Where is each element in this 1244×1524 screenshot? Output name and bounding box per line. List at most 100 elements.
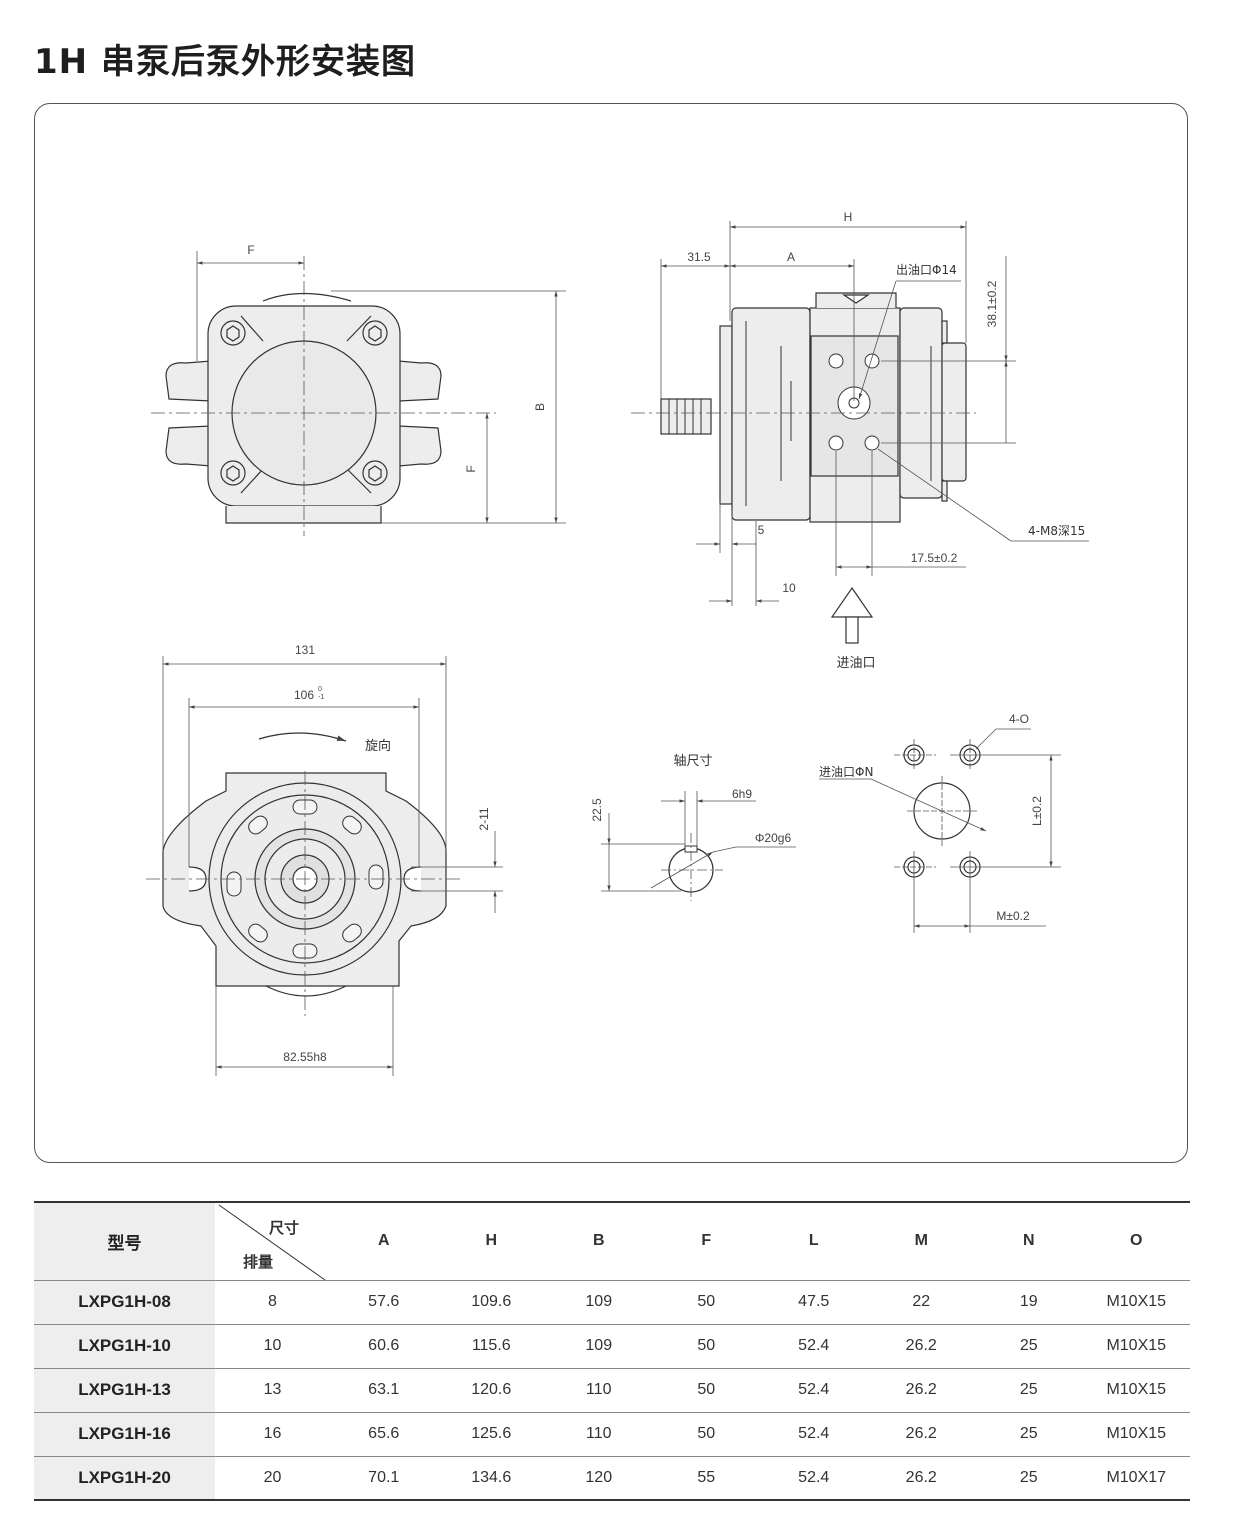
dim-6h9: 6h9 (732, 787, 752, 801)
dim-4-o: 4-O (1009, 712, 1029, 726)
outlet-label: 出油口Φ14 (896, 263, 957, 277)
cell-model: LXPG1H-13 (34, 1368, 215, 1412)
header-col-n: N (1022, 1232, 1035, 1250)
cell-m: 26.2 (905, 1337, 937, 1354)
cell-m: 22 (912, 1293, 931, 1310)
dim-b: B (533, 403, 547, 411)
cell-l: 47.5 (798, 1293, 830, 1310)
dim-106: 106 (294, 688, 314, 702)
cell-m: 26.2 (905, 1425, 937, 1442)
port-view (819, 728, 1061, 933)
header-model: 型号 (34, 1202, 215, 1280)
shaft-view (601, 791, 796, 901)
dim-82-55: 82.55h8 (283, 1050, 327, 1064)
thread-label: 4-M8深15 (1028, 524, 1085, 538)
cell-l: 52.4 (798, 1425, 830, 1442)
cell-b: 109 (585, 1293, 613, 1310)
cell-a: 57.6 (368, 1293, 400, 1310)
page-title: 1H 串泵后泵外形安装图 (34, 42, 416, 82)
cell-n: 25 (1019, 1381, 1038, 1398)
cell-n: 25 (1019, 1337, 1038, 1354)
side-view-details (668, 321, 932, 506)
port-inlet-label: 进油口ΦN (819, 765, 873, 779)
cell-a: 70.1 (368, 1468, 400, 1486)
dim-phi20: Φ20g6 (755, 831, 792, 845)
cell-displacement: 20 (263, 1468, 282, 1486)
cell-b: 110 (585, 1381, 612, 1398)
dim-f-side: F (464, 465, 478, 472)
dim-38-1: 38.1±0.2 (985, 280, 999, 327)
cell-o: M10X15 (1106, 1337, 1167, 1354)
cell-a: 60.6 (368, 1337, 400, 1354)
dim-31-5: 31.5 (687, 250, 711, 264)
spec-table: 型号 尺寸 排量 A H B F L M N O LXPG1H-08 8 57.… (34, 1201, 1190, 1501)
dim-10: 10 (782, 581, 796, 595)
cell-displacement: 10 (263, 1337, 282, 1354)
cell-displacement: 16 (263, 1425, 282, 1442)
header-col-m: M (914, 1232, 928, 1250)
cell-b: 120 (585, 1468, 613, 1486)
cell-f: 55 (697, 1468, 716, 1486)
cell-h: 120.6 (471, 1381, 512, 1398)
cell-m: 26.2 (905, 1381, 937, 1398)
cell-h: 109.6 (471, 1293, 512, 1310)
front-view (165, 292, 442, 524)
cell-o: M10X15 (1106, 1425, 1167, 1442)
drawing-frame: F B F (34, 103, 1188, 1163)
cell-o: M10X15 (1106, 1381, 1167, 1398)
cell-displacement: 8 (268, 1293, 277, 1310)
cell-h: 125.6 (471, 1425, 512, 1442)
technical-drawing: F B F (146, 210, 1089, 1076)
header-col-h: H (485, 1232, 498, 1250)
dim-2-11: 2-11 (477, 807, 491, 830)
cell-n: 25 (1019, 1468, 1038, 1486)
dim-f-top: F (247, 243, 254, 257)
inlet-arrow-icon (830, 586, 874, 618)
table-row: LXPG1H-20 20 70.1 134.6 120 55 52.4 26.2… (34, 1456, 1190, 1500)
cell-f: 50 (697, 1337, 716, 1354)
cell-f: 50 (697, 1425, 716, 1442)
cell-m: 26.2 (905, 1468, 937, 1486)
inlet-label: 进油口 (836, 656, 875, 671)
table-row: LXPG1H-10 10 60.6 115.6 109 50 52.4 26.2… (34, 1324, 1190, 1368)
cell-n: 25 (1019, 1425, 1038, 1442)
shaft-title: 轴尺寸 (673, 754, 712, 769)
cell-a: 63.1 (368, 1381, 400, 1398)
dim-5: 5 (758, 523, 765, 537)
header-col-o: O (1130, 1232, 1143, 1250)
dim-17-5: 17.5±0.2 (911, 551, 958, 565)
dim-l: L±0.2 (1030, 796, 1044, 826)
rotation-label: 旋向 (365, 738, 391, 754)
cell-model: LXPG1H-08 (34, 1280, 215, 1324)
dim-h: H (844, 210, 853, 224)
cell-displacement: 13 (263, 1381, 282, 1398)
header-col-l: L (808, 1232, 819, 1250)
cell-n: 19 (1019, 1293, 1038, 1310)
cell-b: 110 (585, 1425, 612, 1442)
cell-h: 134.6 (471, 1468, 512, 1486)
dim-106-tol-upper: 0 (318, 686, 322, 693)
header-col-b: B (592, 1232, 605, 1250)
table-row: LXPG1H-16 16 65.6 125.6 110 50 52.4 26.2… (34, 1412, 1190, 1456)
table-header-row: 型号 尺寸 排量 A H B F L M N O (34, 1202, 1190, 1281)
cell-o: M10X17 (1106, 1468, 1167, 1486)
cell-l: 52.4 (798, 1468, 830, 1486)
cell-a: 65.6 (368, 1425, 400, 1442)
header-displacement: 排量 (243, 1254, 274, 1271)
dim-131: 131 (295, 643, 315, 657)
header-col-f: F (701, 1232, 712, 1250)
diagonal-line (218, 1204, 326, 1281)
cell-h: 115.6 (471, 1337, 511, 1354)
cell-l: 52.4 (798, 1337, 830, 1354)
dim-a: A (787, 250, 795, 264)
table-row: LXPG1H-08 8 57.6 109.6 109 50 47.5 22 19… (34, 1280, 1190, 1324)
table-row: LXPG1H-13 13 63.1 120.6 110 50 52.4 26.2… (34, 1368, 1190, 1412)
cell-f: 50 (697, 1381, 716, 1398)
header-col-a: A (377, 1232, 390, 1250)
dim-106-tol-lower: -1 (318, 694, 324, 701)
cell-f: 50 (697, 1293, 716, 1310)
cell-model: LXPG1H-20 (34, 1456, 215, 1500)
cell-model: LXPG1H-16 (34, 1412, 215, 1456)
cell-model: LXPG1H-10 (34, 1324, 215, 1368)
cell-l: 52.4 (798, 1381, 830, 1398)
